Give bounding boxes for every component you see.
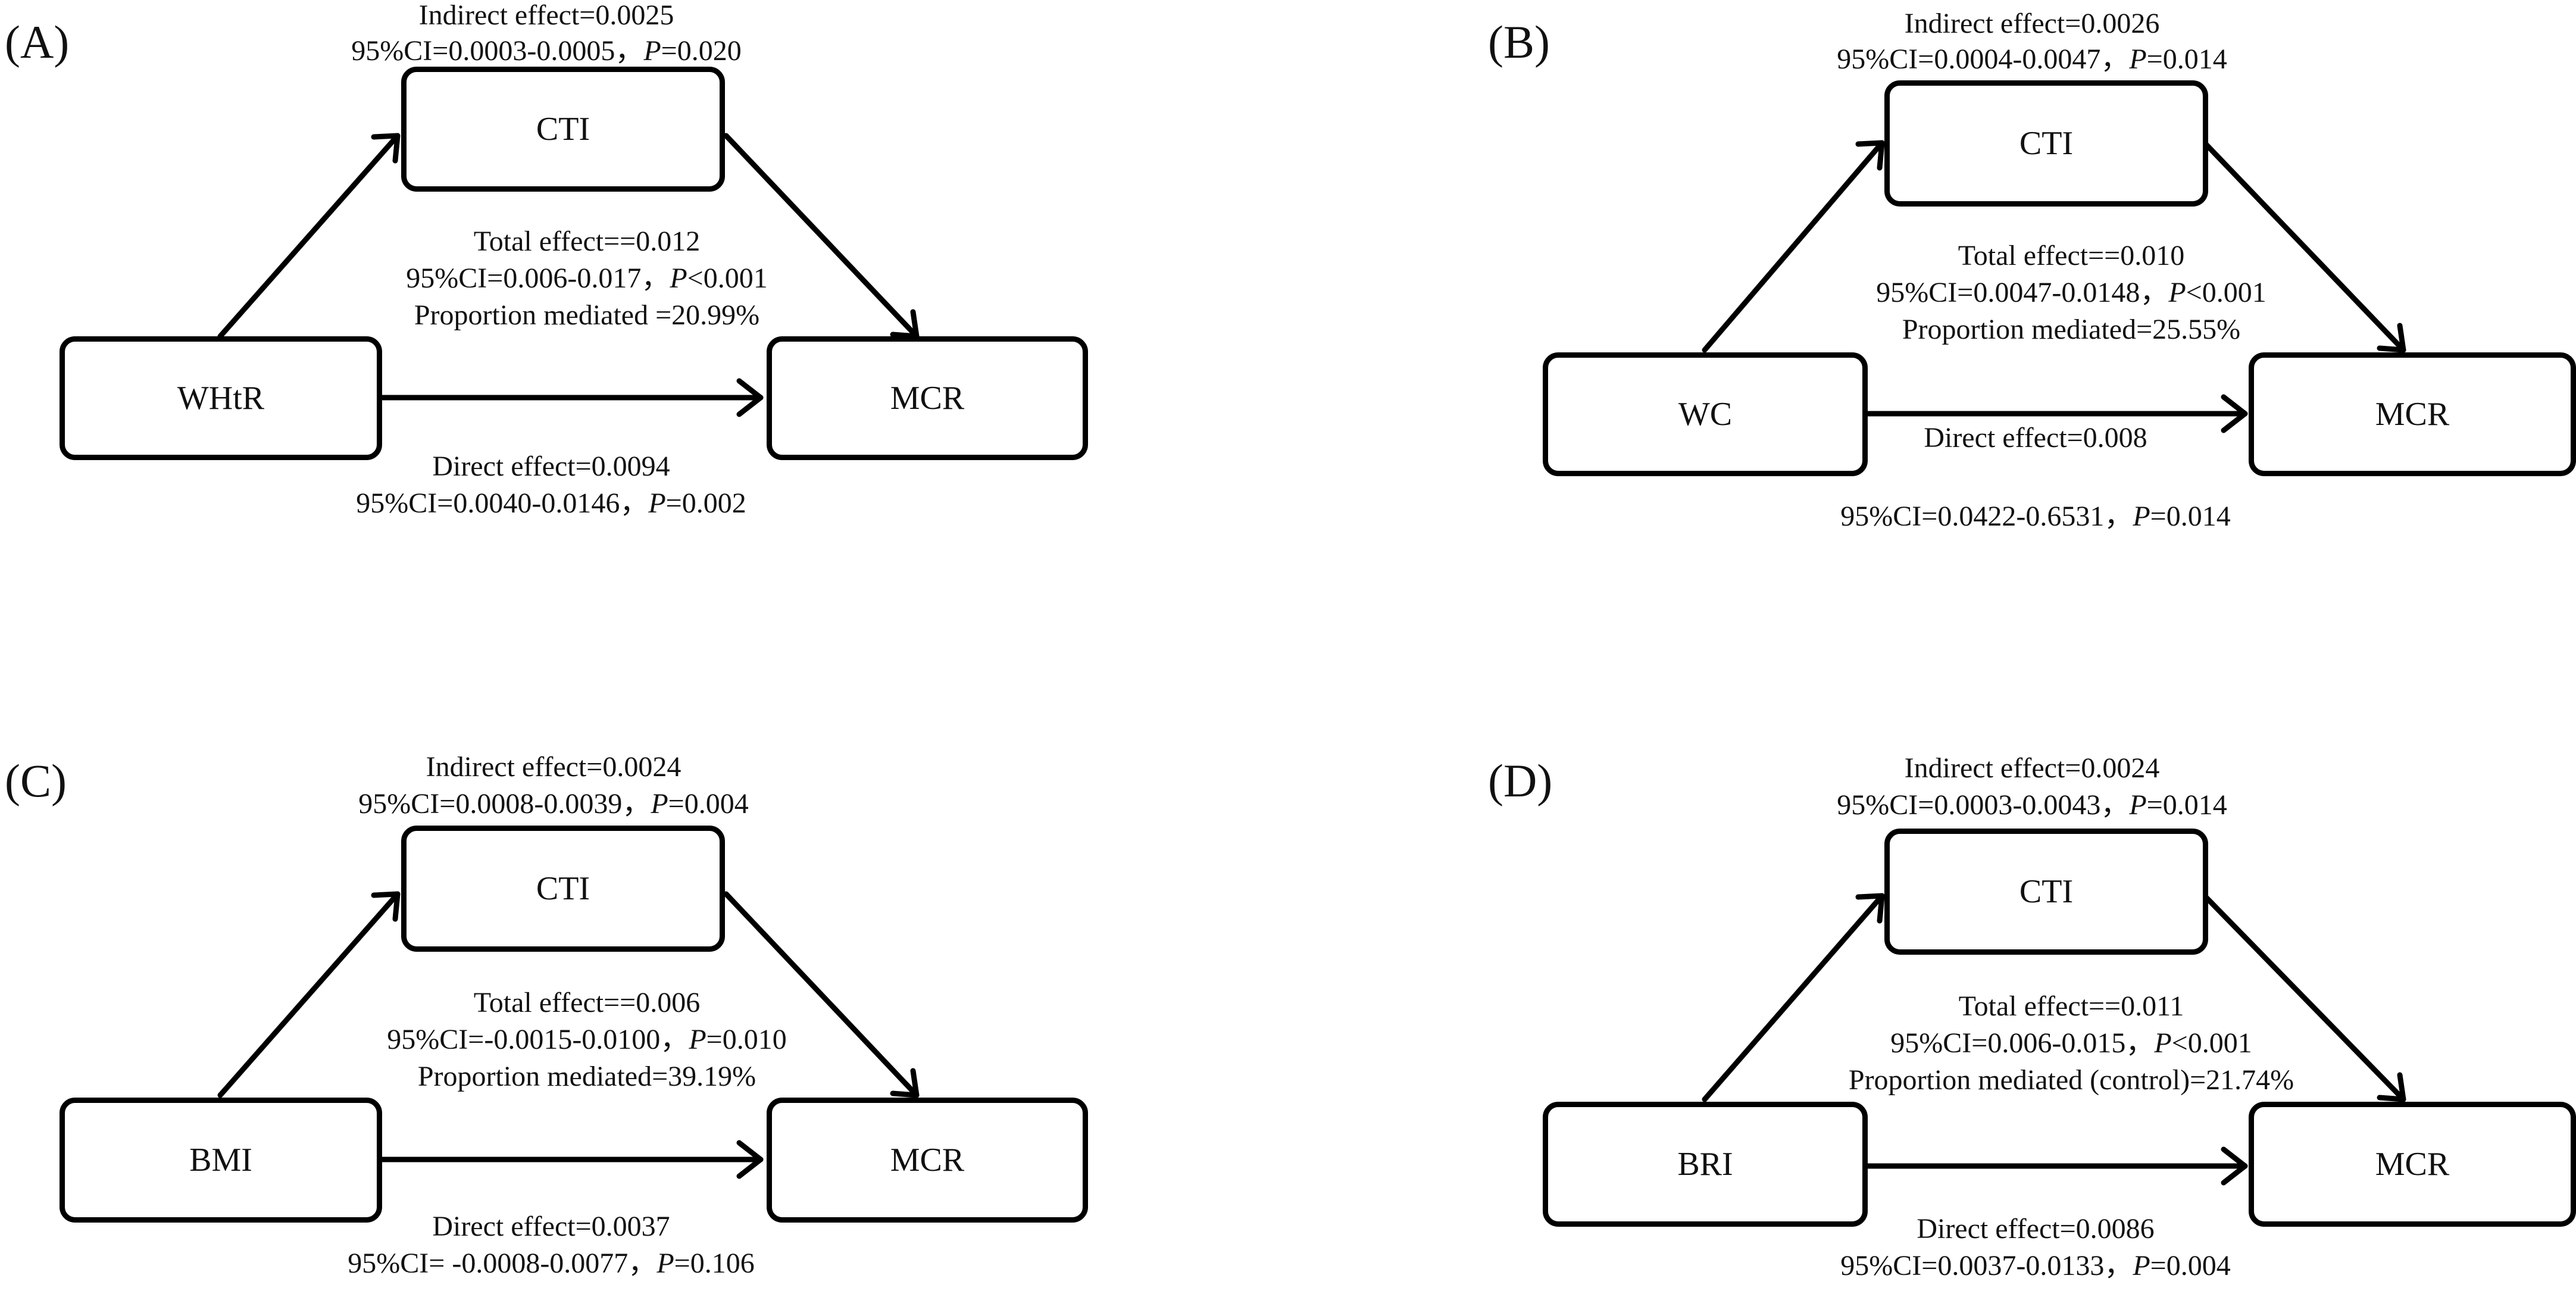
indirect-ci: 95%CI=0.0004-0.0047，P=0.014 [1837,43,2227,75]
direct-effect: Direct effect=0.008 [1924,422,2147,454]
predictor-node: WHtR [60,336,382,460]
panel-c: (C) CTI BMI MCR Indirect effect=0.0024 9… [0,647,1288,1294]
indirect-effect: Indirect effect=0.0024 [426,751,681,783]
mediator-node: CTI [1884,829,2208,955]
panel-d-arrows [1702,893,2406,1186]
direct-ci: 95%CI=0.0037-0.0133，P=0.004 [1840,1250,2231,1282]
arrow-predictor-to-mediator [217,133,401,339]
indirect-ci: 95%CI=0.0003-0.0005，P=0.020 [351,35,742,67]
arrowhead-mediator [371,133,401,164]
direct-ci: 95%CI=0.0422-0.6531，P=0.014 [1840,501,2231,532]
total-effect: Total effect==0.012 [473,226,701,257]
total-effect: Total effect==0.010 [1958,240,2185,271]
panel-label: (C) [5,755,67,807]
arrow-mediator-to-outcome [2202,893,2406,1102]
indirect-ci: 95%CI=0.0008-0.0039，P=0.004 [358,788,749,820]
direct-effect: Direct effect=0.0094 [432,451,670,482]
arrow-predictor-to-mediator [217,891,401,1098]
direct-ci: 95%CI=0.0040-0.0146，P=0.002 [356,487,746,519]
predictor-node: BRI [1543,1102,1868,1227]
panel-b-arrows [1702,140,2406,433]
panel-a-arrows [217,133,920,417]
arrowhead-mediator [1855,893,1885,924]
proportion-mediated: Proportion mediated=39.19% [417,1061,756,1092]
total-effect: Total effect==0.011 [1958,990,2184,1022]
direct-ci: 95%CI= -0.0008-0.0077，P=0.106 [348,1248,755,1279]
panel-label: (D) [1488,755,1553,807]
arrowhead-mediator [1855,140,1885,171]
outcome-node: MCR [2249,352,2576,476]
arrow-predictor-to-mediator [1702,893,1885,1102]
arrowhead-mediator [371,891,401,922]
total-ci: 95%CI=0.006-0.015，P<0.001 [1890,1027,2252,1059]
indirect-effect: Indirect effect=0.0024 [1904,752,2160,784]
arrowhead-outcome-direct [736,1140,764,1179]
mediator-node: CTI [1884,80,2208,207]
outcome-node: MCR [767,336,1088,460]
arrowhead-outcome-direct [2221,394,2248,433]
total-ci: 95%CI=0.006-0.017，P<0.001 [406,262,768,294]
total-effect: Total effect==0.006 [473,987,701,1018]
proportion-mediated: Proportion mediated =20.99% [414,299,760,331]
proportion-mediated: Proportion mediated=25.55% [1902,314,2241,345]
predictor-node: WC [1543,352,1868,476]
direct-effect: Direct effect=0.0086 [1917,1213,2155,1245]
arrow-mediator-to-outcome [723,891,920,1098]
arrow-mediator-to-outcome [2202,140,2406,353]
outcome-node: MCR [2249,1102,2576,1227]
panel-b: (B) CTI WC MCR Indirect effect=0.0026 95… [1288,0,2576,647]
panel-a: (A) CTI WHtR MCR Indirect effect=0.0025 … [0,0,1288,647]
arrowhead-outcome-diag [2377,1072,2406,1102]
total-ci: 95%CI=0.0047-0.0148，P<0.001 [1876,277,2266,308]
arrow-mediator-to-outcome [723,133,920,339]
mediator-node: CTI [401,826,725,952]
proportion-mediated: Proportion mediated (control)=21.74% [1848,1064,2294,1096]
arrowhead-outcome-diag [2377,323,2406,353]
indirect-ci: 95%CI=0.0003-0.0043，P=0.014 [1837,789,2227,821]
arrowhead-outcome-direct [736,378,764,417]
mediator-node: CTI [401,67,725,192]
total-ci: 95%CI=-0.0015-0.0100，P=0.010 [387,1024,787,1055]
panel-label: (A) [5,16,70,68]
panel-c-arrows [217,891,920,1179]
arrowhead-outcome-diag [890,1068,920,1098]
arrow-predictor-to-mediator [1702,140,1885,353]
outcome-node: MCR [767,1098,1088,1223]
arrowhead-outcome-direct [2221,1146,2248,1186]
indirect-effect: Indirect effect=0.0025 [418,0,674,31]
direct-effect: Direct effect=0.0037 [432,1211,670,1242]
predictor-node: BMI [60,1098,382,1223]
panel-label: (B) [1488,16,1550,68]
indirect-effect: Indirect effect=0.0026 [1904,8,2160,39]
panel-d: (D) CTI BRI MCR Indirect effect=0.0024 9… [1288,647,2576,1294]
